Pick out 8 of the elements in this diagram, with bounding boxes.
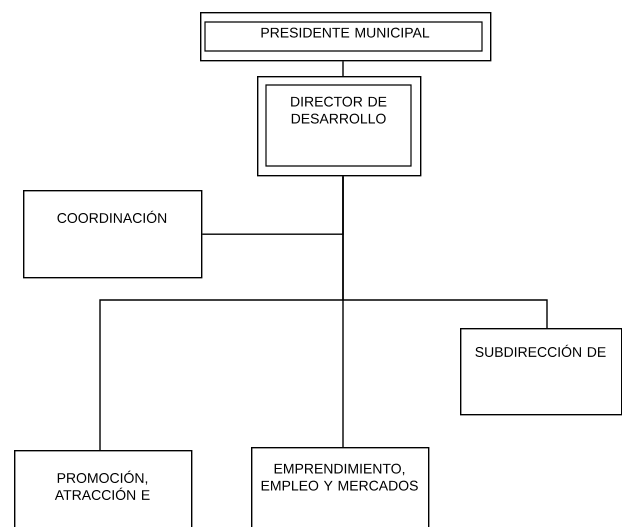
org-box: PROMOCIÓN, ATRACCIÓN E (14, 450, 192, 527)
org-box: PRESIDENTE MUNICIPAL (200, 12, 492, 62)
org-box: DIRECTOR DE DESARROLLO (257, 76, 422, 176)
connector-line (342, 176, 344, 447)
org-box: COORDINACIÓN (23, 190, 202, 278)
org-box: EMPRENDIMIENTO, EMPLEO Y MERCADOS (251, 446, 430, 527)
connector-line (342, 61, 344, 76)
org-box: SUBDIRECCIÓN DE (460, 328, 622, 416)
